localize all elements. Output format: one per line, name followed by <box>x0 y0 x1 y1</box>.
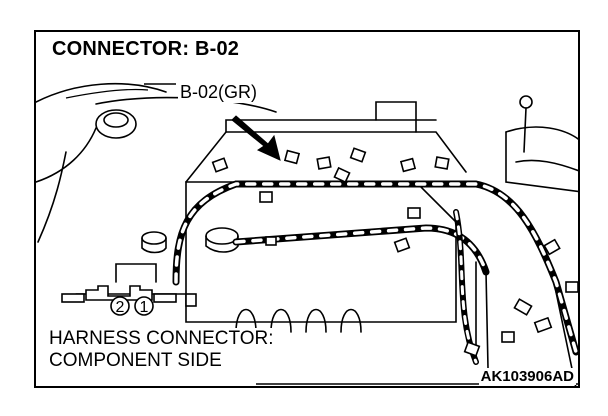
diagram-title: CONNECTOR: B-02 <box>50 38 242 61</box>
callout-arrow <box>231 115 281 161</box>
connector-pin-label: 2 <box>116 299 125 316</box>
harness-caption: HARNESS CONNECTOR: COMPONENT SIDE <box>46 328 277 372</box>
harness-connector <box>333 166 351 184</box>
harness-connector <box>185 293 197 307</box>
connector-pin-label: 1 <box>140 299 149 316</box>
harness-connector <box>283 149 301 165</box>
harness-connector <box>565 281 578 293</box>
wiring-harness <box>232 224 490 276</box>
harness-connector <box>501 331 515 343</box>
harness-connector <box>316 156 332 170</box>
connector-callout-label: B-02(GR) <box>178 82 260 103</box>
harness-connector <box>349 147 367 163</box>
harness-connector <box>434 156 450 170</box>
hood-line <box>36 127 97 183</box>
harness-connector <box>393 237 411 253</box>
hood-line <box>37 151 67 243</box>
harness-connector <box>513 298 533 316</box>
harness-connector <box>265 236 277 246</box>
connector-pin <box>110 296 130 316</box>
harness-connector <box>211 157 229 173</box>
harness-connector <box>543 238 561 256</box>
hood-line <box>36 82 167 103</box>
caption-line-1: HARNESS CONNECTOR: <box>49 328 274 349</box>
connector-pin <box>134 296 154 316</box>
harness-connector <box>407 207 421 219</box>
engine-illustration: 2 1 <box>36 82 578 386</box>
harness-connector <box>533 316 553 334</box>
reservoir-cap <box>95 109 137 139</box>
harness-connector <box>463 341 481 357</box>
harness-connector <box>259 191 273 203</box>
connector-body <box>85 285 153 301</box>
diagram-frame: 2 1 CONNECTOR: B-02 B-02(GR) HARNESS CON… <box>34 30 580 388</box>
harness-connector <box>399 157 417 173</box>
caption-line-2: COMPONENT SIDE <box>49 350 222 371</box>
figure-code: AK103906AD <box>478 368 576 385</box>
